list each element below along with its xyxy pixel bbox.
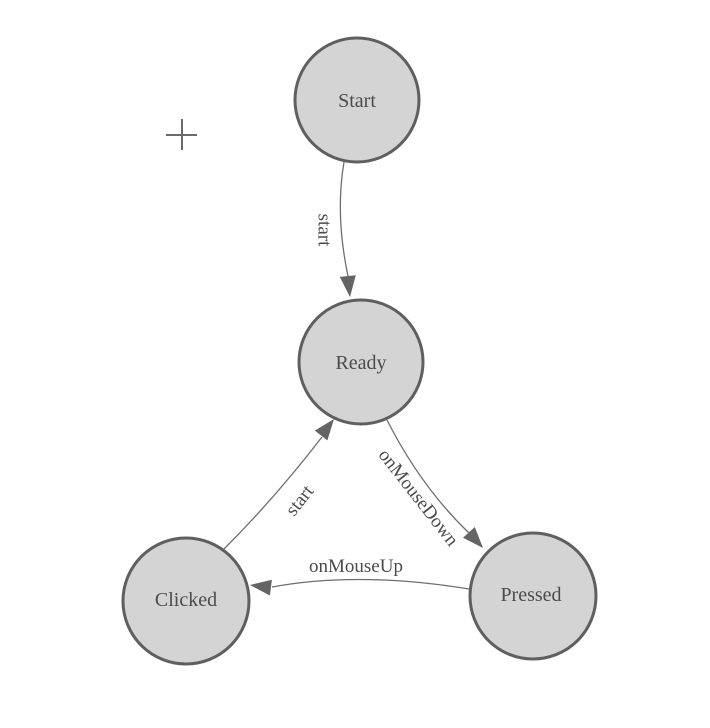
arrowhead-icon [463, 527, 483, 548]
state-node-start[interactable]: Start [293, 36, 421, 164]
edge-label-ready-pressed[interactable]: onMouseDown [374, 445, 463, 551]
state-label: Ready [335, 352, 386, 374]
state-circle[interactable] [293, 36, 421, 164]
state-circle[interactable] [297, 298, 425, 426]
arrowhead-icon [339, 275, 356, 297]
edge-line[interactable] [271, 578, 470, 590]
state-node-ready[interactable]: Ready [297, 298, 425, 426]
crosshair-icon [166, 119, 197, 150]
edge-pressed-to-clicked[interactable]: onMouseUp [250, 556, 470, 596]
state-label: Pressed [500, 584, 561, 606]
edge-label-pressed-clicked[interactable]: onMouseUp [309, 556, 403, 577]
arrowhead-icon [314, 419, 334, 441]
edge-label-clicked-ready[interactable]: start [282, 481, 319, 520]
state-circle[interactable] [468, 531, 598, 661]
state-label: Clicked [155, 589, 217, 611]
state-node-pressed[interactable]: Pressed [468, 531, 598, 661]
state-label: Start [338, 90, 376, 112]
edge-line[interactable] [339, 161, 349, 277]
edge-clicked-to-ready[interactable]: start [223, 419, 334, 550]
edge-line[interactable] [223, 436, 323, 550]
edge-start-to-ready[interactable]: start [313, 161, 356, 297]
edge-label-start-ready[interactable]: start [313, 214, 334, 247]
state-circle[interactable] [121, 536, 251, 666]
edge-ready-to-pressed[interactable]: onMouseDown [374, 419, 483, 551]
state-node-clicked[interactable]: Clicked [121, 536, 251, 666]
arrowhead-icon [250, 579, 272, 596]
edge-line[interactable] [386, 419, 470, 534]
